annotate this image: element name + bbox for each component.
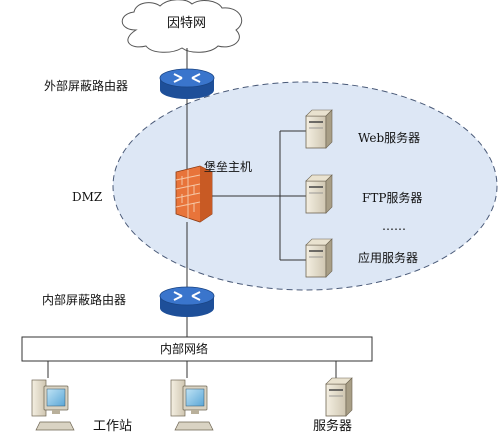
web-server-icon — [305, 109, 333, 149]
outer-router-label: 外部屏蔽路由器 — [44, 79, 129, 93]
lan-server-icon — [325, 377, 353, 417]
server-label: 服务器 — [313, 419, 353, 434]
inner-router-icon — [159, 286, 215, 317]
firewall-icon — [175, 165, 213, 223]
dmz-zone — [112, 81, 498, 291]
app-server-label: 应用服务器 — [358, 251, 419, 265]
internal-network-label: 内部网络 — [160, 342, 209, 356]
workstation-label: 工作站 — [93, 419, 133, 434]
ftp-server-icon — [305, 174, 333, 214]
bastion-host-label: 堡垒主机 — [204, 160, 253, 174]
inner-router-label: 内部屏蔽路由器 — [42, 293, 127, 307]
internet-cloud-icon — [121, 0, 243, 53]
workstation-icon-1 — [31, 379, 75, 431]
ellipsis-label: …… — [382, 219, 406, 233]
internal-network-bar — [21, 336, 373, 362]
app-server-icon — [305, 238, 333, 278]
internet-label: 因特网 — [167, 16, 207, 31]
ftp-server-label: FTP服务器 — [362, 191, 423, 205]
web-server-label: Web服务器 — [358, 131, 421, 145]
dmz-label: DMZ — [72, 190, 103, 204]
workstation-icon-2 — [170, 379, 214, 431]
outer-router-icon — [159, 68, 215, 99]
